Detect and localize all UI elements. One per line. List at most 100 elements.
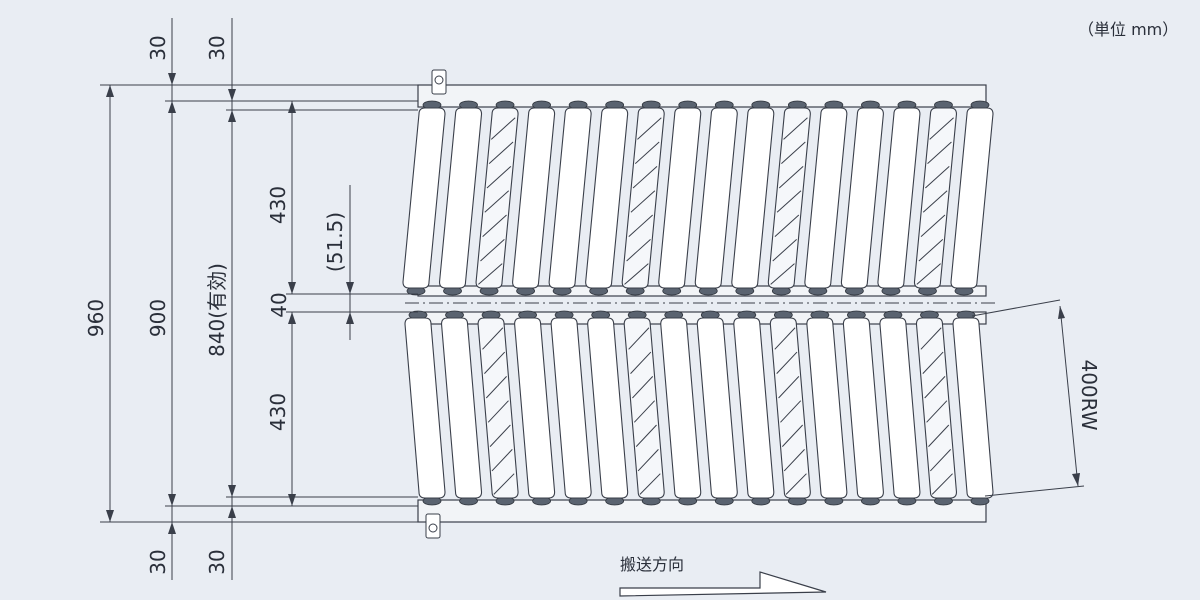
- roller-hatch-line: [482, 214, 507, 237]
- roller-hatch-line: [780, 400, 802, 423]
- roller-hatch-line: [931, 473, 953, 495]
- roller-hatch-line: [778, 166, 804, 189]
- roller: [952, 310, 994, 506]
- roller-body: [548, 107, 592, 289]
- roller-hatch-line: [493, 473, 515, 495]
- direction-label: 搬送方向: [620, 555, 684, 574]
- roller: [658, 100, 702, 296]
- roller-body: [658, 107, 702, 289]
- roller-hatch-line: [926, 400, 948, 423]
- roller-hatch-line: [639, 473, 661, 495]
- roller-body: [804, 107, 848, 289]
- roller: [694, 100, 738, 296]
- roller-hatch-line: [783, 117, 808, 140]
- roller-body: [915, 317, 958, 499]
- roller-hatch-line: [633, 400, 655, 423]
- roller-body: [952, 317, 994, 499]
- roller-hatch-line: [922, 351, 944, 374]
- lower-roller-lane: [404, 310, 994, 506]
- roller-hatch-line: [485, 376, 507, 399]
- roller: [404, 310, 446, 506]
- roller: [769, 310, 811, 506]
- dim-400rw: 400RW: [1077, 359, 1101, 430]
- roller-hatch-line: [774, 214, 800, 237]
- roller-hatch-line: [924, 376, 946, 399]
- roller-hatch-line: [772, 238, 797, 262]
- roller-hatch-line: [781, 424, 804, 447]
- top-side-frame: [417, 84, 987, 108]
- roller: [621, 100, 665, 296]
- dim-840: 840(有効): [205, 263, 229, 357]
- roller-hatch-line: [637, 117, 662, 140]
- roller-hatch-line: [785, 473, 807, 495]
- roller-body: [840, 107, 884, 289]
- roller-hatch-line: [630, 190, 656, 213]
- roller: [840, 100, 884, 296]
- roller: [804, 100, 848, 296]
- roller: [660, 310, 702, 506]
- roller-hatch-line: [632, 166, 658, 189]
- roller-body: [587, 317, 629, 499]
- roller-body: [402, 107, 446, 289]
- roller: [585, 100, 629, 296]
- roller-hatch-line: [776, 351, 798, 374]
- unit-note: （単位 mm）: [1078, 20, 1178, 39]
- roller-body: [913, 107, 958, 289]
- roller-body: [767, 107, 811, 289]
- roller-hatch-line: [482, 327, 504, 350]
- roller-body: [733, 317, 775, 499]
- roller: [402, 100, 446, 296]
- roller-hatch-line: [488, 141, 514, 165]
- roller: [806, 310, 848, 506]
- roller-hatch-line: [632, 376, 654, 399]
- roller: [696, 310, 738, 506]
- roller: [475, 100, 519, 296]
- roller-hatch-line: [630, 351, 652, 374]
- roller: [915, 310, 958, 506]
- roller-hatch-line: [486, 166, 512, 189]
- roller: [514, 310, 556, 506]
- roller-body: [585, 107, 629, 289]
- roller-hatch-line: [628, 214, 654, 237]
- roller-body: [438, 107, 483, 289]
- roller-hatch-line: [628, 327, 650, 350]
- roller-body: [950, 107, 994, 289]
- dim-30-bottom-inner: 30: [205, 549, 229, 574]
- roller-body: [512, 107, 556, 289]
- dim-900: 900: [146, 299, 170, 337]
- roller-hatch-line: [929, 449, 952, 472]
- roller-hatch-line: [781, 141, 806, 165]
- roller-hatch-line: [637, 449, 659, 472]
- roller-hatch-line: [925, 166, 950, 189]
- upper-roller-lane: [402, 100, 994, 296]
- roller-body: [879, 317, 921, 499]
- roller-hatch-line: [626, 238, 651, 262]
- roller-hatch-line: [776, 190, 802, 213]
- bottom-side-frame: [417, 499, 987, 523]
- roller-hatch-line: [490, 117, 516, 140]
- roller-hatch-line: [927, 141, 952, 165]
- roller-body: [694, 107, 738, 289]
- roller: [548, 100, 592, 296]
- roller-body: [475, 107, 519, 289]
- dim-51-5: (51.5): [323, 212, 347, 272]
- dim-40: 40: [267, 292, 291, 317]
- roller-body: [514, 317, 556, 499]
- roller-hatch-line: [624, 263, 649, 285]
- roller-hatch-line: [783, 449, 805, 472]
- roller-body: [769, 317, 811, 499]
- roller-body: [731, 107, 775, 289]
- dim-960: 960: [84, 299, 108, 337]
- roller: [512, 100, 556, 296]
- dim-30-top-outer: 30: [146, 35, 170, 60]
- direction-arrow-icon: [619, 571, 827, 597]
- roller-body: [621, 107, 665, 289]
- roller-hatch-line: [928, 424, 950, 447]
- roller: [587, 310, 629, 506]
- roller: [477, 310, 519, 506]
- roller-body: [404, 317, 446, 499]
- dim-30-bottom-outer: 30: [146, 549, 170, 574]
- roller-body: [623, 317, 665, 499]
- roller-hatch-line: [484, 190, 510, 213]
